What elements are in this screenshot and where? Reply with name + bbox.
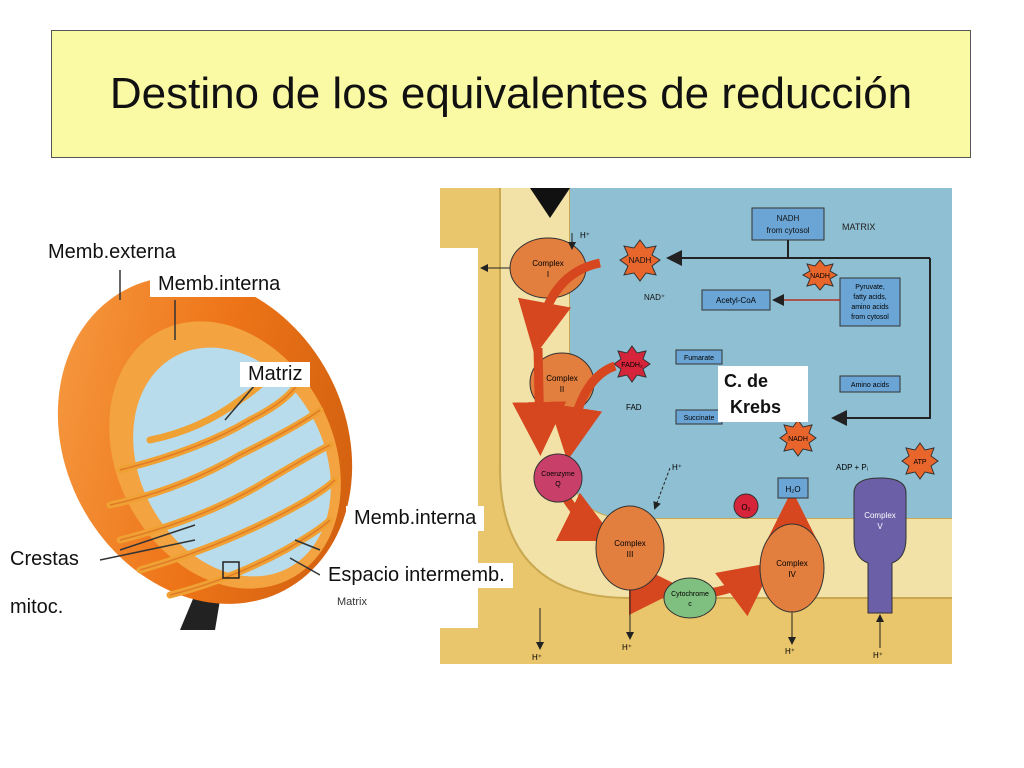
svg-text:Complex: Complex <box>614 539 646 548</box>
svg-text:Complex: Complex <box>864 511 896 520</box>
svg-text:H⁺: H⁺ <box>622 643 632 652</box>
pyruvate-box <box>839 277 901 327</box>
leader-lines <box>99 270 321 576</box>
label-memb-interna-bottom: Memb.interna <box>346 506 485 531</box>
svg-text:Succinate: Succinate <box>684 415 715 422</box>
svg-text:ADP + Pᵢ: ADP + Pᵢ <box>836 463 868 472</box>
label-crestas: Crestas <box>10 548 79 570</box>
svg-text:Coenzyme: Coenzyme <box>541 471 575 478</box>
coenzyme-q <box>533 453 583 503</box>
svg-text:Q: Q <box>555 481 561 488</box>
o2-circle <box>733 493 759 519</box>
title-box: Destino de los equivalentes de reducción <box>51 30 971 158</box>
matrix-caption: Matrix <box>337 596 367 608</box>
svg-text:FADH₂: FADH₂ <box>621 362 643 369</box>
svg-text:H⁺: H⁺ <box>785 647 795 656</box>
svg-text:c: c <box>688 601 692 608</box>
complex-v <box>853 477 907 614</box>
svg-text:ATP: ATP <box>913 459 926 466</box>
label-memb-interna-top: Memb.interna <box>150 272 289 297</box>
svg-text:NADH: NADH <box>788 436 808 443</box>
svg-text:Complex: Complex <box>776 559 808 568</box>
svg-text:NADH: NADH <box>777 214 800 223</box>
inner-membrane-band <box>500 188 952 598</box>
label-krebs: C. de Krebs <box>718 366 808 422</box>
svg-text:H⁺: H⁺ <box>532 653 542 662</box>
svg-text:H⁺: H⁺ <box>580 231 590 240</box>
krebs-line-2: Krebs <box>730 397 782 417</box>
electron-transport-diagram: MATRIX NADH from cytosol NADH NAD⁺ Compl… <box>440 188 952 664</box>
svg-text:amino acids: amino acids <box>851 304 889 311</box>
svg-text:O₂: O₂ <box>741 503 750 512</box>
svg-text:Acetyl-CoA: Acetyl-CoA <box>716 296 757 305</box>
nadh-star <box>619 239 661 282</box>
svg-text:NADH: NADH <box>629 256 652 265</box>
svg-text:NAD⁺: NAD⁺ <box>644 293 665 302</box>
h2o-box <box>777 477 809 499</box>
mitochondrion-illustration: Matrix <box>57 270 367 630</box>
svg-text:H₂O: H₂O <box>785 485 800 494</box>
svg-text:IV: IV <box>788 570 796 579</box>
svg-text:fatty acids,: fatty acids, <box>853 294 887 301</box>
amino-acids-box <box>839 375 901 393</box>
svg-text:FAD: FAD <box>626 403 642 412</box>
nadh-cytosol-box <box>751 207 825 241</box>
svg-text:H⁺: H⁺ <box>873 651 883 660</box>
svg-text:II: II <box>560 385 564 394</box>
svg-text:H⁺: H⁺ <box>672 463 682 472</box>
fumarate-box <box>675 349 723 365</box>
complex-iv <box>759 523 825 613</box>
svg-text:MATRIX: MATRIX <box>842 222 875 232</box>
svg-text:Cytochrome: Cytochrome <box>671 591 709 598</box>
entry-arrow <box>530 188 570 218</box>
svg-text:Fumarate: Fumarate <box>684 355 714 362</box>
slide-title: Destino de los equivalentes de reducción <box>109 69 913 118</box>
label-espacio-intermemb: Espacio intermemb. <box>320 563 513 588</box>
svg-text:from cytosol: from cytosol <box>851 314 889 321</box>
complex-iii <box>595 505 665 591</box>
svg-text:Complex: Complex <box>532 259 564 268</box>
svg-text:Amino acids: Amino acids <box>851 382 890 389</box>
label-mitoc: mitoc. <box>10 596 64 618</box>
zoom-square <box>222 561 240 579</box>
matrix-region <box>570 188 952 518</box>
label-memb-externa: Memb.externa <box>40 240 184 265</box>
cytochrome-c <box>663 577 717 619</box>
svg-text:NADH: NADH <box>810 273 830 280</box>
svg-text:Pyruvate,: Pyruvate, <box>855 284 885 291</box>
acetyl-coa-box <box>701 289 771 311</box>
svg-text:III: III <box>627 550 634 559</box>
krebs-line-1: C. de <box>724 371 769 391</box>
svg-text:from cytosol: from cytosol <box>766 226 809 235</box>
label-matriz: Matriz <box>240 362 311 387</box>
cristae-inner <box>109 379 336 596</box>
svg-text:Complex: Complex <box>546 374 578 383</box>
svg-text:V: V <box>877 522 883 531</box>
svg-text:I: I <box>547 270 549 279</box>
